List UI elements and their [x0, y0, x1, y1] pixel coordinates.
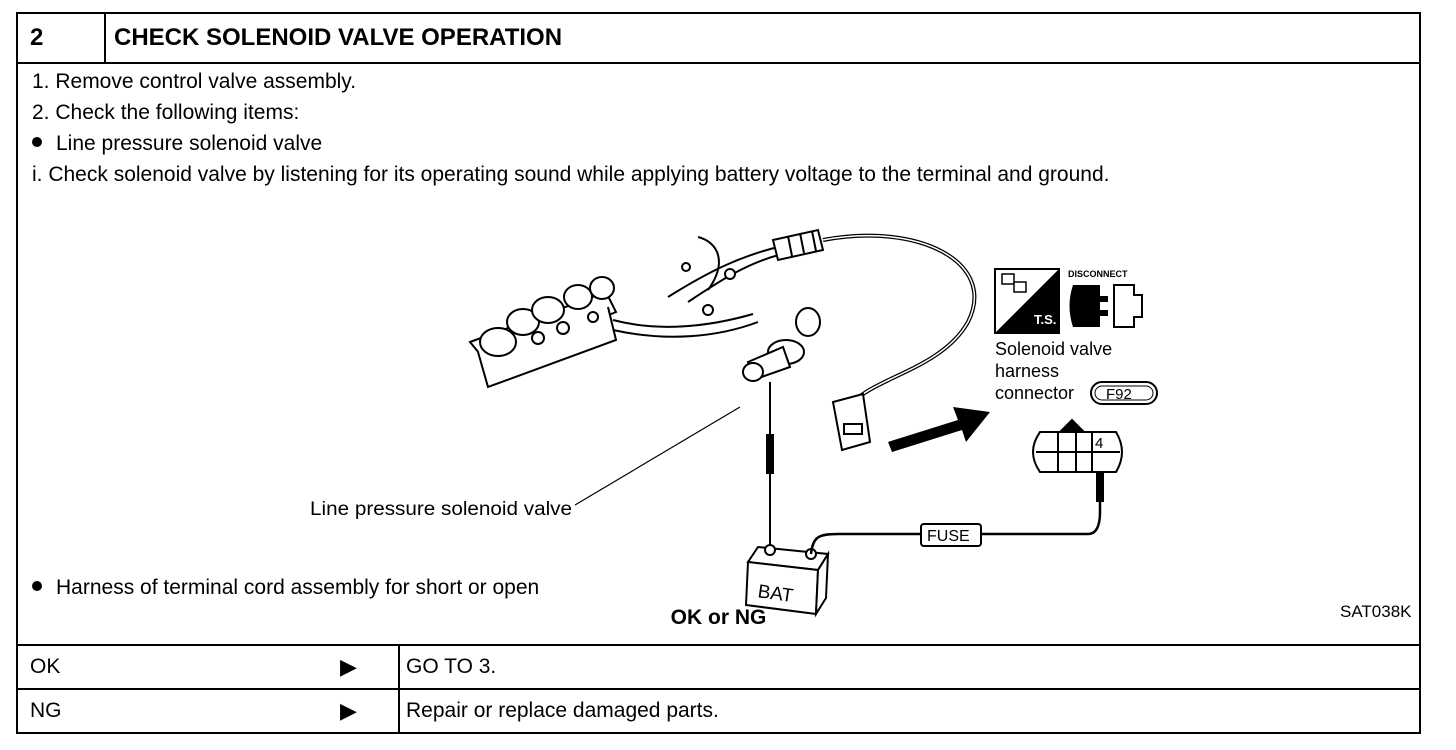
connector-caption-2: harness — [995, 361, 1059, 381]
row-divider — [398, 646, 400, 688]
arrow-right-icon: ▶ — [340, 698, 357, 723]
bullet-icon — [32, 581, 42, 592]
result-action-ok: GO TO 3. — [406, 655, 497, 678]
item-line-pressure: Line pressure solenoid valve — [32, 132, 322, 156]
battery-label: BAT — [756, 581, 795, 607]
inspection-table: 2 CHECK SOLENOID VALVE OPERATION 1. Remo… — [16, 12, 1421, 734]
connector-caption-1: Solenoid valve — [995, 339, 1112, 359]
item-harness: Harness of terminal cord assembly for sh… — [32, 576, 539, 600]
item-harness-text: Harness of terminal cord assembly for sh… — [56, 576, 540, 599]
connector-id-badge — [1090, 381, 1158, 405]
figure-code: SAT038K — [1340, 602, 1412, 621]
battery-icon — [744, 544, 830, 618]
result-action-ng: Repair or replace damaged parts. — [406, 699, 719, 722]
solenoid-test-diagram: Line pressure solenoid valve BAT FUSE — [310, 228, 1412, 621]
step-title: CHECK SOLENOID VALVE OPERATION — [114, 24, 563, 51]
table-header: 2 CHECK SOLENOID VALVE OPERATION — [18, 14, 1419, 64]
callout-line-pressure: Line pressure solenoid valve — [310, 499, 572, 520]
result-row-ng: NG ▶ Repair or replace damaged parts. — [18, 688, 1419, 732]
result-row-ok: OK ▶ GO TO 3. — [18, 644, 1419, 688]
disconnect-icon: DISCONNECT — [1068, 269, 1143, 328]
procedure-body: 1. Remove control valve assembly. 2. Che… — [18, 64, 1419, 632]
arrow-right-icon: ▶ — [340, 654, 357, 679]
item-line-pressure-text: Line pressure solenoid valve — [56, 132, 323, 155]
result-label-ng: NG — [30, 699, 62, 722]
step-remove: 1. Remove control valve assembly. — [32, 70, 357, 93]
fuse-icon — [920, 523, 982, 547]
step-number: 2 — [18, 14, 106, 62]
ts-tester-icon: T.S. — [994, 268, 1060, 334]
disconnect-label: DISCONNECT — [1068, 269, 1128, 279]
step-check-items: 2. Check the following items: — [32, 101, 300, 124]
connector-face-icon — [1032, 418, 1123, 473]
ts-label: T.S. — [1034, 312, 1056, 327]
control-valve-illustration — [468, 228, 825, 389]
ok-or-ng-question: OK or NG — [670, 606, 767, 629]
harness-connector-plug — [831, 392, 872, 452]
bullet-icon — [32, 137, 42, 148]
step-listen-check: i. Check solenoid valve by listening for… — [32, 163, 1110, 186]
direction-arrow — [888, 407, 990, 452]
harness-cable — [822, 233, 977, 404]
connector-caption-3: connector — [995, 383, 1074, 403]
row-divider — [398, 690, 400, 732]
result-label-ok: OK — [30, 655, 61, 678]
fuse-label: FUSE — [927, 528, 970, 545]
connector-id: F92 — [1106, 386, 1132, 403]
terminal-number: 4 — [1095, 435, 1103, 452]
